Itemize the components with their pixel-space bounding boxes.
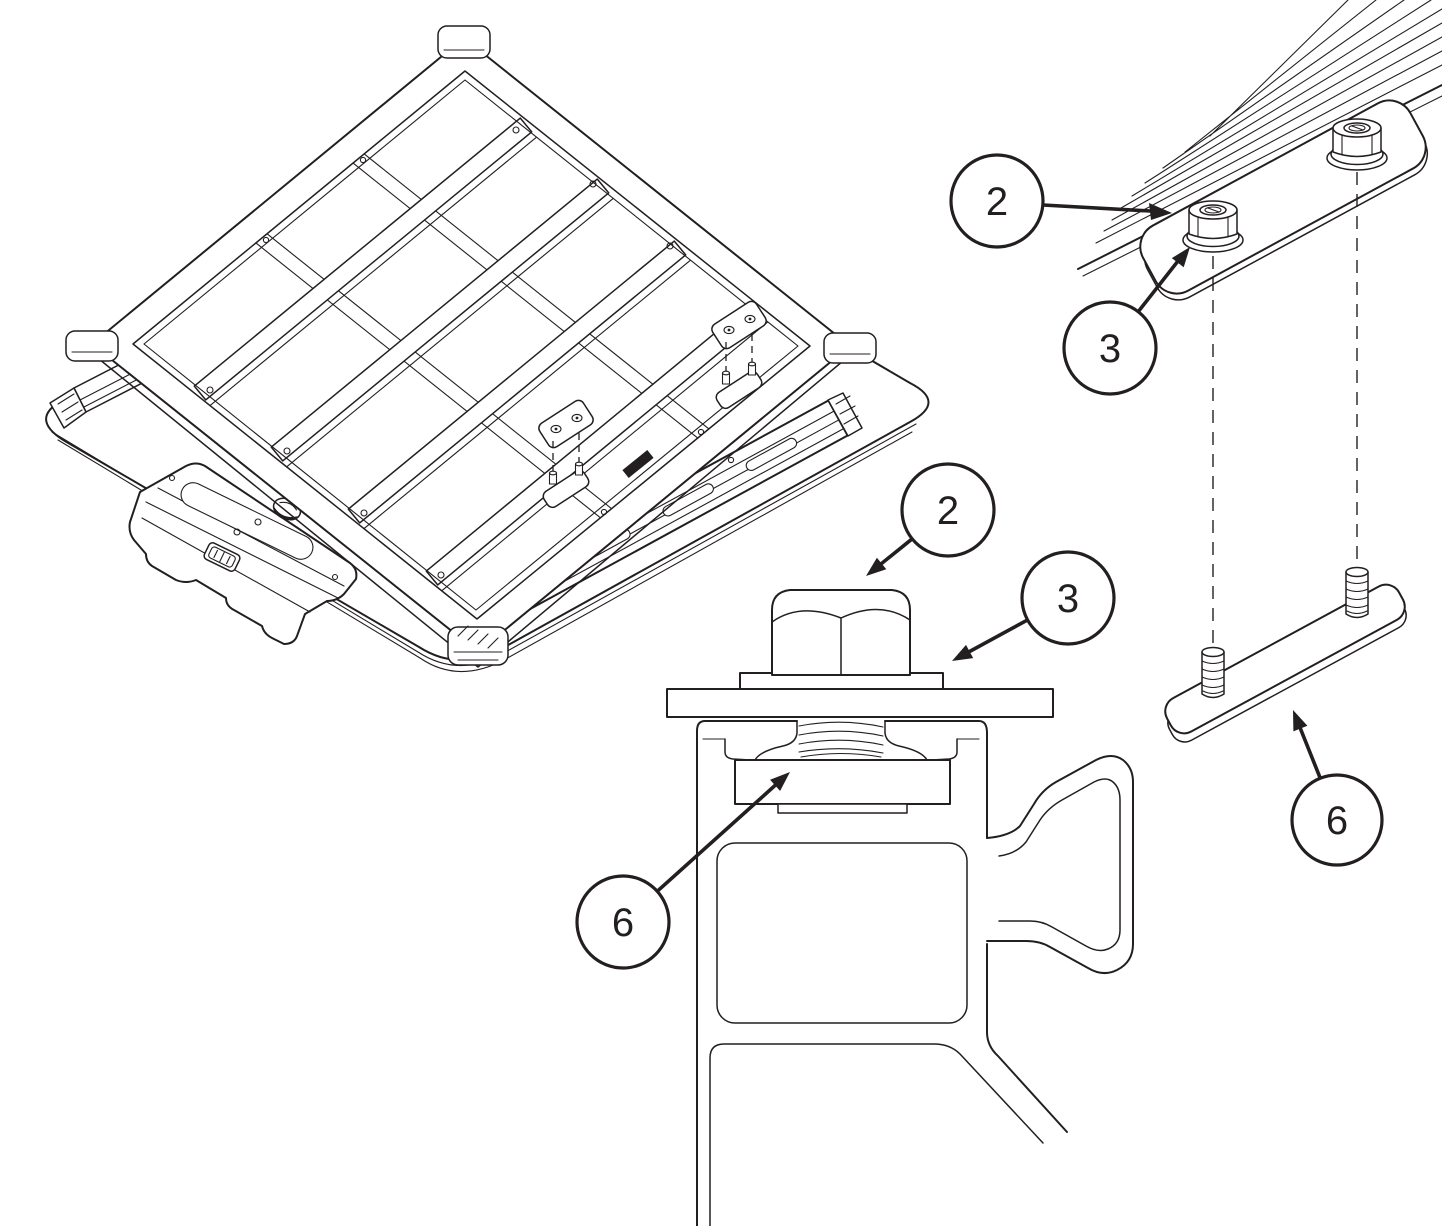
stud-icon — [721, 361, 757, 385]
callouts: 2 3 6 2 3 — [575, 153, 1384, 970]
callout-section-bolt: 2 — [866, 462, 996, 576]
rail-end-cap-icon — [827, 392, 863, 437]
rack-floor-bar — [666, 688, 1054, 718]
detail-cross-section — [666, 589, 1134, 1226]
flange-nut-icon — [1326, 118, 1388, 171]
stud-icon — [548, 461, 584, 485]
detail-mount-plate — [1077, 0, 1442, 743]
callout-section-washer: 3 — [952, 550, 1116, 661]
callout-number: 6 — [1326, 799, 1348, 843]
flange-nut-icon — [1182, 200, 1244, 253]
stud-icon — [1201, 646, 1225, 699]
stud-plate — [1164, 566, 1407, 743]
callout-top-plate: 3 — [1062, 247, 1190, 396]
hex-bolt — [771, 589, 911, 676]
callout-top-nut: 2 — [949, 153, 1172, 249]
callout-section-channel-nut: 6 — [575, 772, 790, 970]
brand-badge-icon — [203, 542, 241, 572]
mount-bracket-1 — [538, 399, 594, 509]
callout-number: 2 — [986, 180, 1008, 224]
rail-end-cap-icon — [49, 387, 87, 429]
callout-right-stud-plate: 6 — [1290, 710, 1384, 867]
bolt-thread — [798, 721, 884, 758]
stud-icon — [1345, 566, 1369, 619]
mount-bracket-2 — [711, 300, 767, 410]
callout-number: 3 — [1099, 327, 1121, 371]
rail-extrusion-profile — [696, 720, 1134, 1226]
rack-corner-castings — [65, 25, 877, 666]
iso-overview — [45, 25, 930, 673]
rack-slats — [193, 117, 768, 591]
callout-number: 3 — [1057, 577, 1079, 621]
callout-number: 6 — [612, 901, 634, 945]
channel-nut — [734, 759, 951, 814]
rack-front-corner — [447, 625, 509, 666]
rail-hook — [986, 755, 1134, 974]
rail-slot-mark — [622, 450, 654, 478]
latch-handle — [128, 462, 358, 645]
rack-platform — [65, 25, 877, 668]
callout-number: 2 — [937, 489, 959, 533]
